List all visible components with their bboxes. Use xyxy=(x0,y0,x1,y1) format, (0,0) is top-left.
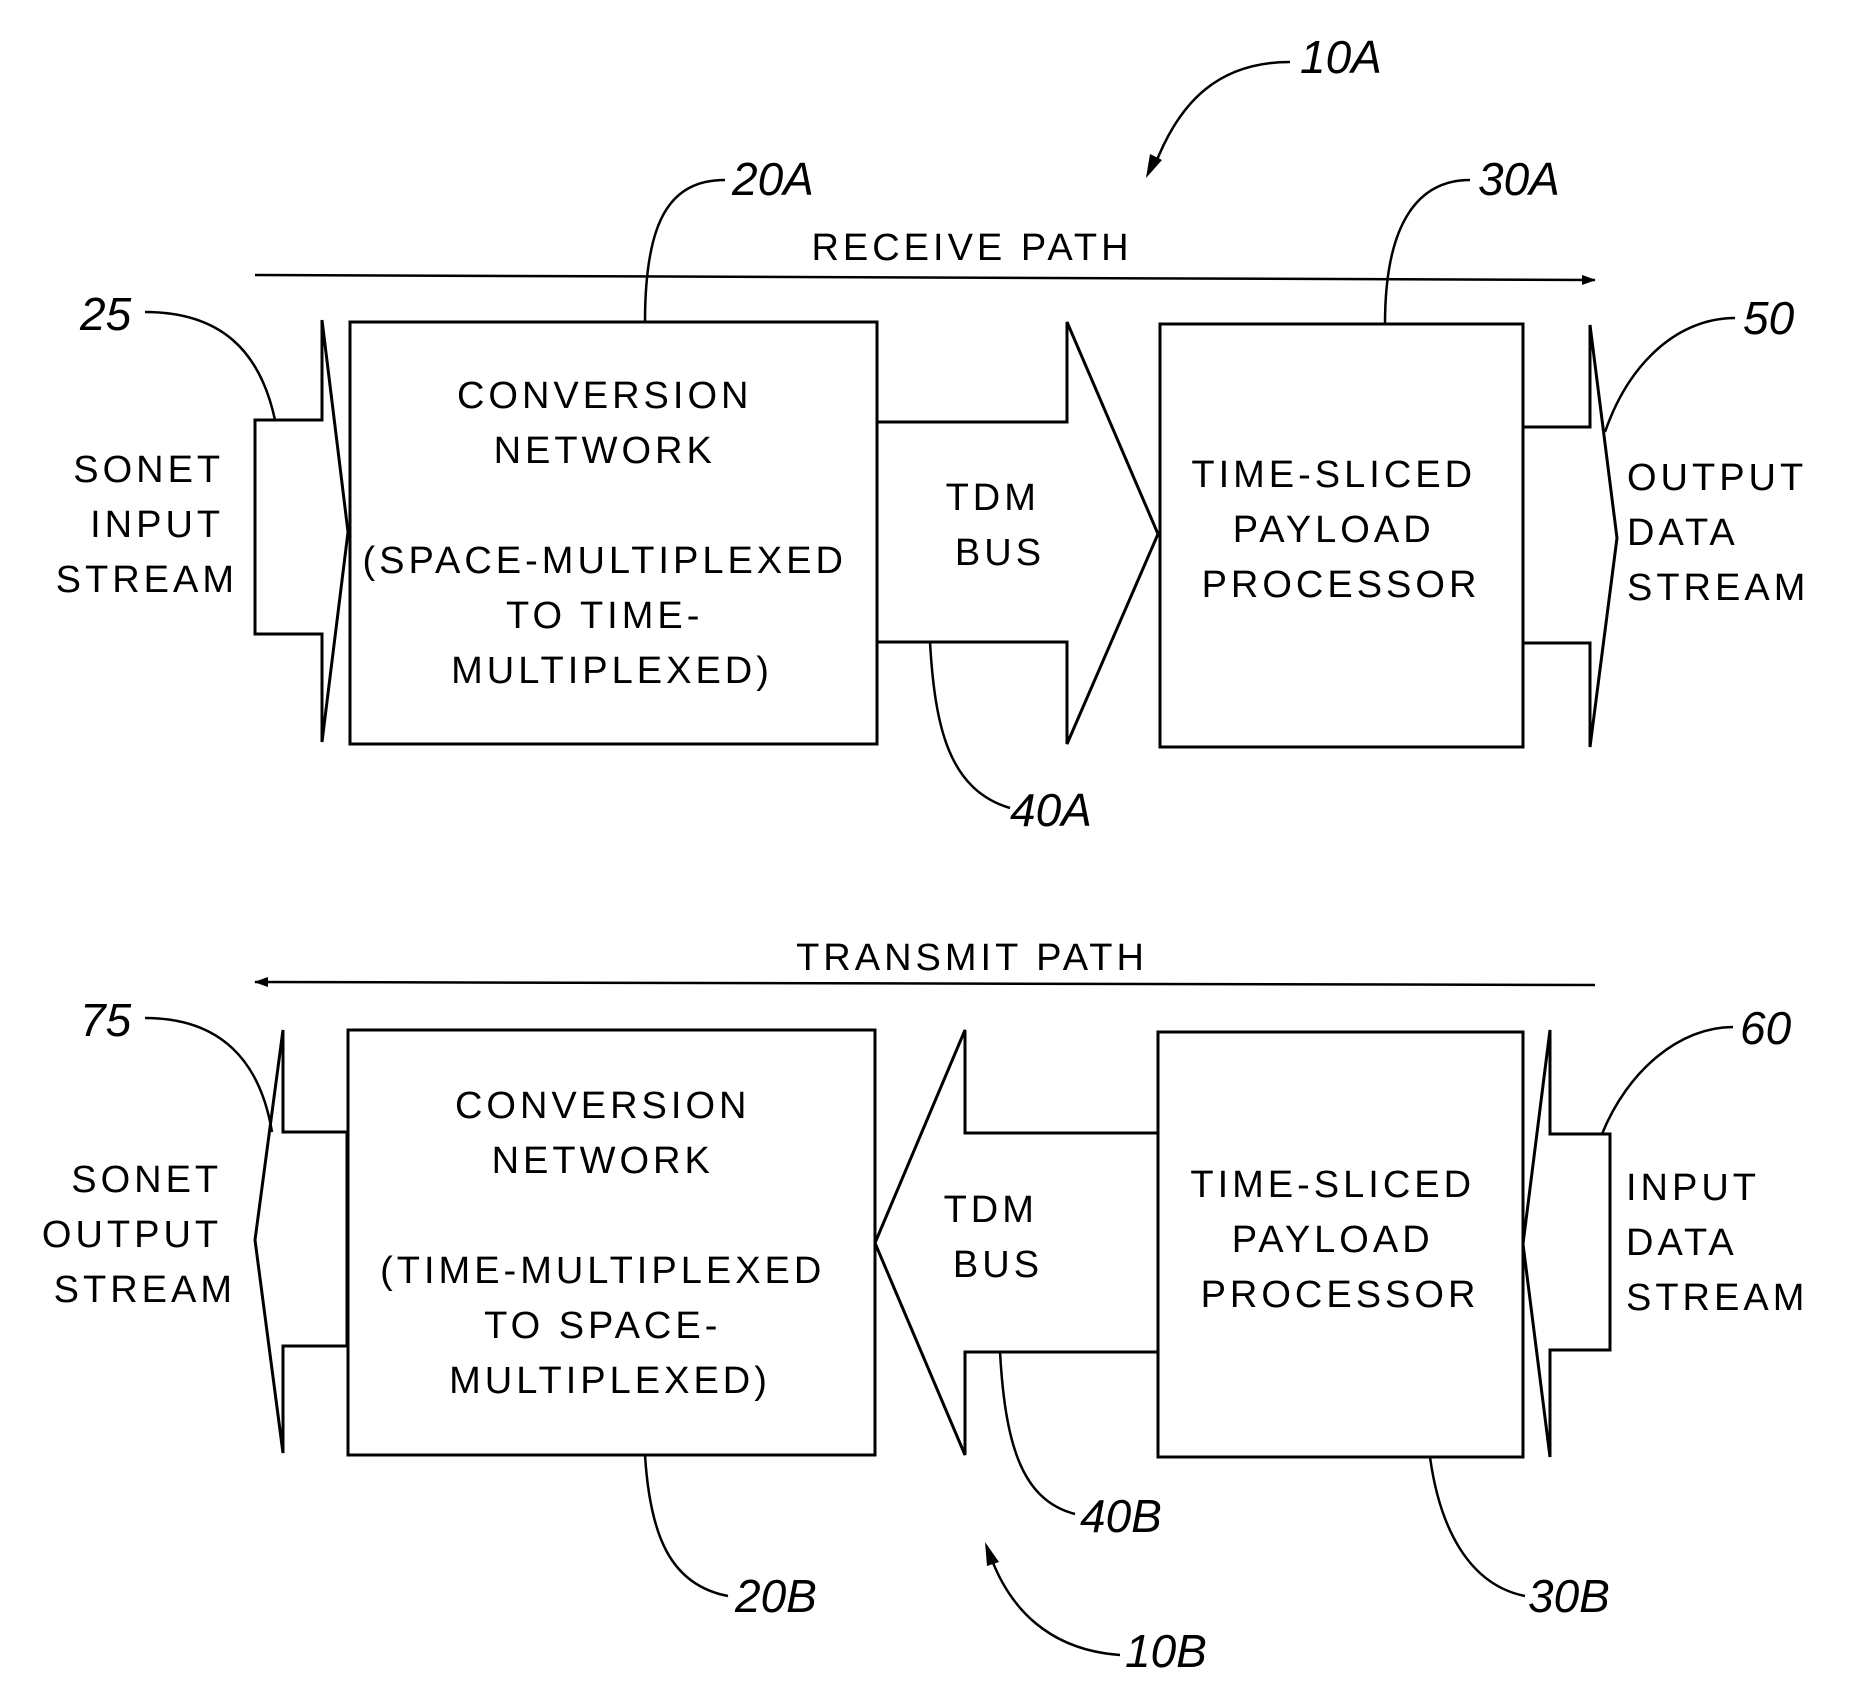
sonet-input-label: SONET INPUT STREAM xyxy=(56,449,238,601)
input-data-arrow xyxy=(1523,1030,1610,1457)
sonet-input-arrow xyxy=(255,320,348,742)
payload-processor-label-tx: TIME-SLICED PAYLOAD PROCESSOR xyxy=(1190,1164,1489,1316)
sonet-output-arrow xyxy=(255,1030,347,1453)
leader-25 xyxy=(145,312,275,420)
leader-20b xyxy=(645,1455,728,1596)
ref-30b: 30B xyxy=(1528,1570,1610,1622)
leader-50 xyxy=(1605,318,1735,432)
leader-10a-arrowhead xyxy=(1146,154,1162,178)
leader-30b xyxy=(1430,1457,1525,1596)
input-data-label: INPUT DATA STREAM xyxy=(1626,1167,1808,1319)
ref-40a: 40A xyxy=(1010,784,1092,836)
output-data-label: OUTPUT DATA STREAM xyxy=(1627,457,1821,609)
ref-10b: 10B xyxy=(1125,1625,1207,1677)
receive-path-arrow xyxy=(255,275,1595,280)
leader-10a xyxy=(1155,62,1290,165)
ref-20b: 20B xyxy=(734,1570,817,1622)
transmit-path-arrow xyxy=(255,982,1595,985)
transmit-path-label: TRANSMIT PATH xyxy=(796,937,1148,979)
output-data-arrow xyxy=(1523,325,1617,747)
transmit-path-section: TRANSMIT PATH SONET OUTPUT STREAM CONVER… xyxy=(42,937,1808,1677)
leader-10b-arrowhead xyxy=(985,1542,999,1566)
ref-25: 25 xyxy=(79,288,132,340)
leader-30a xyxy=(1385,180,1470,324)
ref-20a: 20A xyxy=(731,153,814,205)
leader-60 xyxy=(1602,1027,1733,1134)
ref-75: 75 xyxy=(80,994,132,1046)
receive-path-section: RECEIVE PATH SONET INPUT STREAM CONVERSI… xyxy=(56,31,1821,836)
receive-path-label: RECEIVE PATH xyxy=(811,227,1132,269)
ref-40b: 40B xyxy=(1080,1490,1162,1542)
tdm-bus-arrow-tx xyxy=(875,1030,1158,1455)
leader-75 xyxy=(145,1018,272,1132)
sonet-output-label: SONET OUTPUT STREAM xyxy=(42,1159,236,1311)
leader-20a xyxy=(645,180,725,322)
ref-60: 60 xyxy=(1740,1002,1792,1054)
leader-40a xyxy=(930,642,1010,808)
ref-10a: 10A xyxy=(1300,31,1382,83)
ref-50: 50 xyxy=(1743,292,1795,344)
leader-10b xyxy=(990,1555,1120,1655)
leader-40b xyxy=(1000,1352,1075,1514)
payload-processor-label-rx: TIME-SLICED PAYLOAD PROCESSOR xyxy=(1191,454,1490,606)
ref-30a: 30A xyxy=(1478,153,1560,205)
